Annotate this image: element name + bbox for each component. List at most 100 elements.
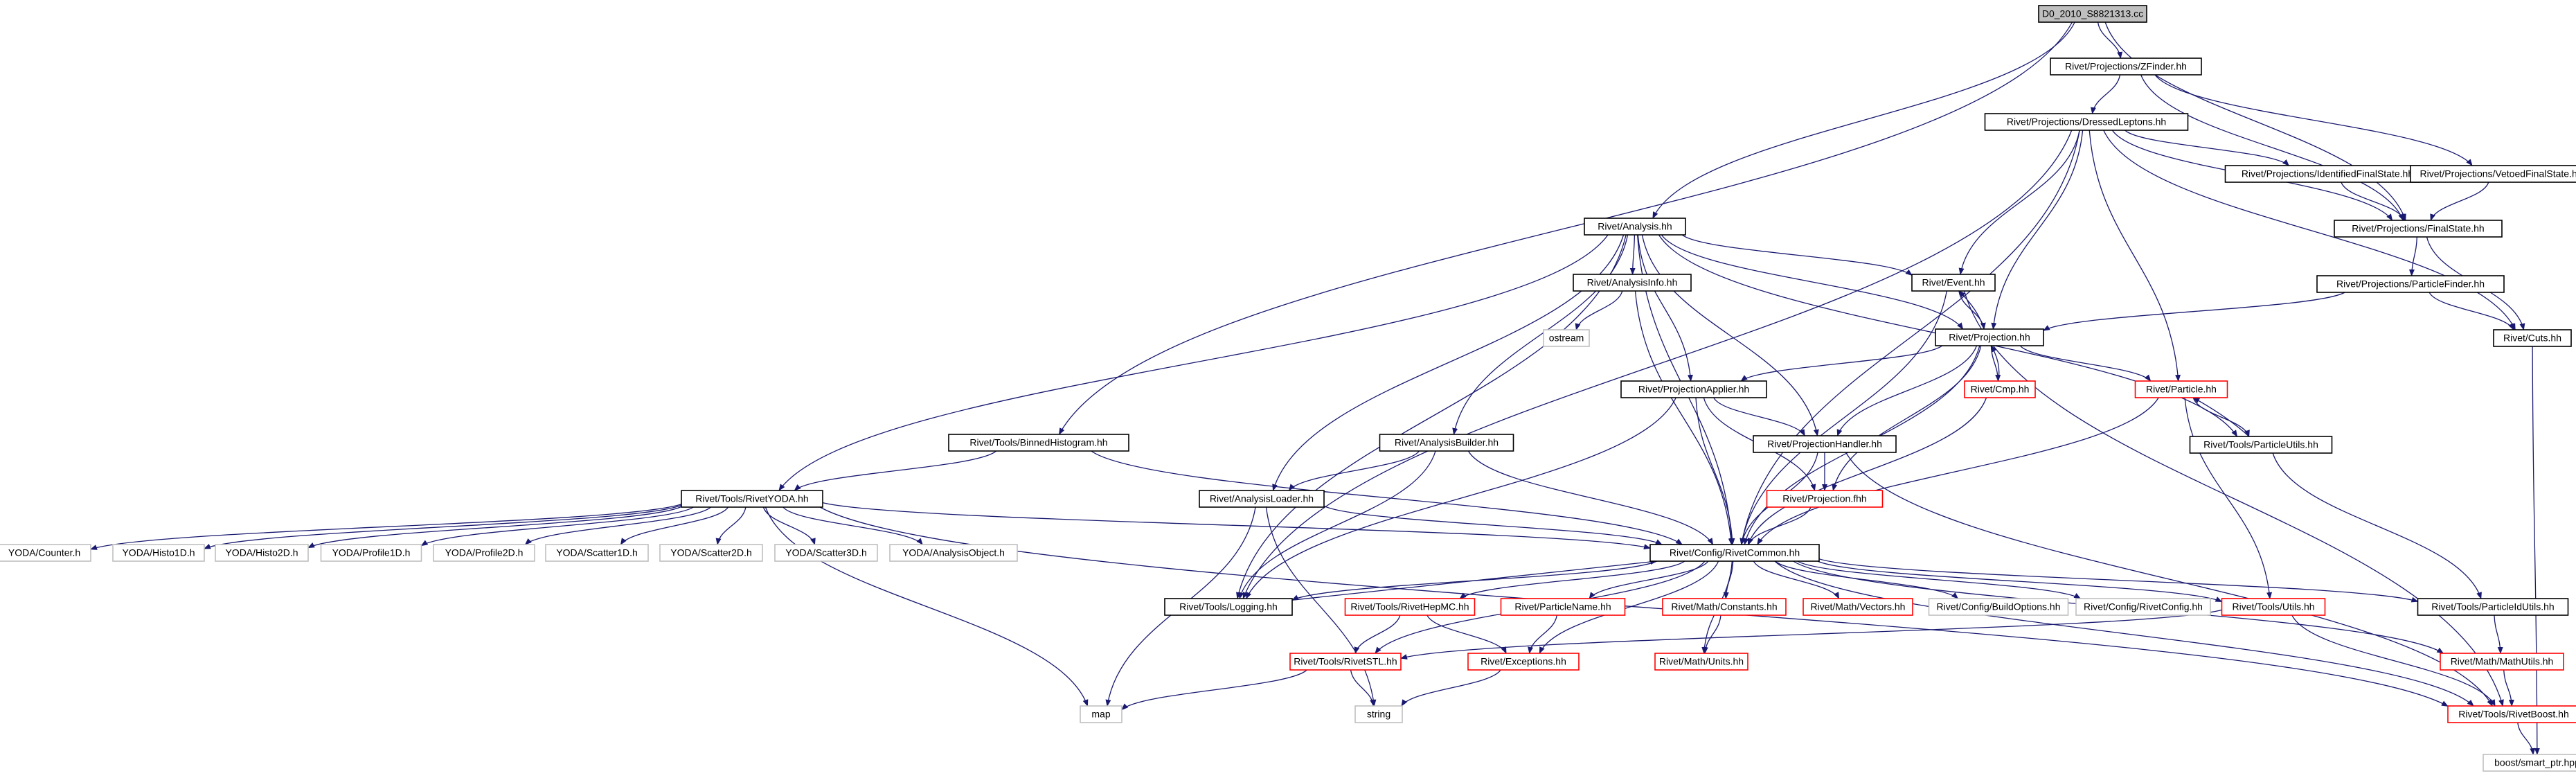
node-yodahisto1d-box[interactable] bbox=[112, 544, 205, 562]
node-logging[interactable]: Rivet/Tools/Logging.hh bbox=[1164, 598, 1293, 616]
node-yodascatter3d-box[interactable] bbox=[774, 544, 878, 562]
node-mathvectors-box[interactable] bbox=[1803, 598, 1913, 616]
node-analoader-box[interactable] bbox=[1199, 490, 1325, 508]
node-yodascatter2d-box[interactable] bbox=[659, 544, 763, 562]
node-particlename[interactable]: Rivet/ParticleName.hh bbox=[1500, 598, 1626, 616]
node-string[interactable]: string bbox=[1354, 705, 1403, 723]
node-yodaanaobj-box[interactable] bbox=[889, 544, 1018, 562]
node-map[interactable]: map bbox=[1080, 705, 1122, 723]
node-cuts-box[interactable] bbox=[2493, 329, 2572, 347]
node-mathutils[interactable]: Rivet/Math/MathUtils.hh bbox=[2440, 653, 2564, 671]
node-analoader[interactable]: Rivet/AnalysisLoader.hh bbox=[1199, 490, 1325, 508]
node-partfinder-box[interactable] bbox=[2316, 275, 2505, 293]
node-particleidutils[interactable]: Rivet/Tools/ParticleIdUtils.hh bbox=[2417, 598, 2569, 616]
node-mathconst-box[interactable] bbox=[1662, 598, 1787, 616]
node-particleutils[interactable]: Rivet/Tools/ParticleUtils.hh bbox=[2189, 436, 2333, 454]
node-vetoedfs[interactable]: Rivet/Projections/VetoedFinalState.hh bbox=[2410, 165, 2576, 183]
node-cmp-box[interactable] bbox=[1964, 380, 2036, 398]
node-projhandler-box[interactable] bbox=[1753, 435, 1897, 453]
node-binnedhisto[interactable]: Rivet/Tools/BinnedHistogram.hh bbox=[948, 434, 1129, 452]
node-rivetboost[interactable]: Rivet/Tools/RivetBoost.hh bbox=[2447, 705, 2576, 723]
node-analysis-box[interactable] bbox=[1584, 218, 1686, 236]
node-event[interactable]: Rivet/Event.hh bbox=[1911, 274, 1996, 292]
node-toolsutils-box[interactable] bbox=[2221, 598, 2326, 616]
node-common[interactable]: Rivet/Config/RivetCommon.hh bbox=[1649, 544, 1820, 562]
node-yodahisto2d[interactable]: YODA/Histo2D.h bbox=[215, 544, 309, 562]
node-rivetyoda[interactable]: Rivet/Tools/RivetYODA.hh bbox=[681, 490, 823, 508]
node-rivetyoda-box[interactable] bbox=[681, 490, 823, 508]
node-particlename-box[interactable] bbox=[1500, 598, 1626, 616]
node-rivetstl-box[interactable] bbox=[1289, 653, 1402, 671]
node-yodaanaobj[interactable]: YODA/AnalysisObject.h bbox=[889, 544, 1018, 562]
node-anainfo-box[interactable] bbox=[1573, 274, 1692, 292]
node-mathvectors[interactable]: Rivet/Math/Vectors.hh bbox=[1803, 598, 1913, 616]
node-root-box[interactable] bbox=[2038, 5, 2147, 23]
node-boostptr-box[interactable] bbox=[2483, 754, 2576, 772]
node-dressed-box[interactable] bbox=[1984, 113, 2189, 131]
node-projection-box[interactable] bbox=[1935, 328, 2044, 346]
node-mathunits-box[interactable] bbox=[1654, 653, 1748, 671]
node-projhandler[interactable]: Rivet/ProjectionHandler.hh bbox=[1753, 435, 1897, 453]
node-rivetconfig-box[interactable] bbox=[2075, 598, 2211, 616]
node-string-box[interactable] bbox=[1354, 705, 1403, 723]
node-cuts[interactable]: Rivet/Cuts.hh bbox=[2493, 329, 2572, 347]
node-yodahisto1d[interactable]: YODA/Histo1D.h bbox=[112, 544, 205, 562]
node-event-box[interactable] bbox=[1911, 274, 1996, 292]
node-cmp[interactable]: Rivet/Cmp.hh bbox=[1964, 380, 2036, 398]
node-partfinder[interactable]: Rivet/Projections/ParticleFinder.hh bbox=[2316, 275, 2505, 293]
node-buildopts-box[interactable] bbox=[1928, 598, 2069, 616]
node-yodaprofile1d-box[interactable] bbox=[320, 544, 422, 562]
node-mathconst[interactable]: Rivet/Math/Constants.hh bbox=[1662, 598, 1787, 616]
node-ostream[interactable]: ostream bbox=[1543, 329, 1590, 347]
node-projfhh-box[interactable] bbox=[1766, 490, 1884, 508]
node-mathutils-box[interactable] bbox=[2440, 653, 2564, 671]
node-particleutils-box[interactable] bbox=[2189, 436, 2333, 454]
node-rivethepmc-box[interactable] bbox=[1344, 598, 1476, 616]
node-exceptions[interactable]: Rivet/Exceptions.hh bbox=[1467, 653, 1580, 671]
node-vetoedfs-box[interactable] bbox=[2410, 165, 2576, 183]
node-exceptions-box[interactable] bbox=[1467, 653, 1580, 671]
node-projapplier[interactable]: Rivet/ProjectionApplier.hh bbox=[1620, 380, 1767, 398]
node-projapplier-box[interactable] bbox=[1620, 380, 1767, 398]
node-yodascatter2d[interactable]: YODA/Scatter2D.h bbox=[659, 544, 763, 562]
node-yodaprofile1d[interactable]: YODA/Profile1D.h bbox=[320, 544, 422, 562]
node-projection[interactable]: Rivet/Projection.hh bbox=[1935, 328, 2044, 346]
node-yodascatter1d[interactable]: YODA/Scatter1D.h bbox=[545, 544, 649, 562]
node-mathunits[interactable]: Rivet/Math/Units.hh bbox=[1654, 653, 1748, 671]
node-ostream-box[interactable] bbox=[1543, 329, 1590, 347]
node-yodaprofile2d-box[interactable] bbox=[433, 544, 535, 562]
node-projfhh[interactable]: Rivet/Projection.fhh bbox=[1766, 490, 1884, 508]
node-yodascatter1d-box[interactable] bbox=[545, 544, 649, 562]
node-buildopts[interactable]: Rivet/Config/BuildOptions.hh bbox=[1928, 598, 2069, 616]
node-yodaprofile2d[interactable]: YODA/Profile2D.h bbox=[433, 544, 535, 562]
node-identfs[interactable]: Rivet/Projections/IdentifiedFinalState.h… bbox=[2224, 165, 2431, 183]
node-analysis[interactable]: Rivet/Analysis.hh bbox=[1584, 218, 1686, 236]
node-particle[interactable]: Rivet/Particle.hh bbox=[2134, 380, 2228, 398]
node-rivetboost-box[interactable] bbox=[2447, 705, 2576, 723]
node-anabuilder[interactable]: Rivet/AnalysisBuilder.hh bbox=[1379, 434, 1514, 452]
node-zfinder-box[interactable] bbox=[2050, 58, 2202, 76]
node-rivetconfig[interactable]: Rivet/Config/RivetConfig.hh bbox=[2075, 598, 2211, 616]
node-toolsutils[interactable]: Rivet/Tools/Utils.hh bbox=[2221, 598, 2326, 616]
node-dressed[interactable]: Rivet/Projections/DressedLeptons.hh bbox=[1984, 113, 2189, 131]
node-yodahisto2d-box[interactable] bbox=[215, 544, 309, 562]
node-yodahisto2d-label: YODA/Histo2D.h bbox=[225, 547, 298, 558]
node-common-box[interactable] bbox=[1649, 544, 1820, 562]
node-yodacounter[interactable]: YODA/Counter.h bbox=[0, 544, 91, 562]
node-map-box[interactable] bbox=[1080, 705, 1122, 723]
node-boostptr[interactable]: boost/smart_ptr.hpp bbox=[2483, 754, 2576, 772]
node-yodacounter-box[interactable] bbox=[0, 544, 91, 562]
node-anabuilder-box[interactable] bbox=[1379, 434, 1514, 452]
node-root[interactable]: D0_2010_S8821313.cc bbox=[2038, 5, 2147, 23]
node-particle-box[interactable] bbox=[2134, 380, 2228, 398]
node-particleidutils-box[interactable] bbox=[2417, 598, 2569, 616]
node-zfinder[interactable]: Rivet/Projections/ZFinder.hh bbox=[2050, 58, 2202, 76]
node-rivethepmc[interactable]: Rivet/Tools/RivetHepMC.hh bbox=[1344, 598, 1476, 616]
node-binnedhisto-box[interactable] bbox=[948, 434, 1129, 452]
node-anainfo[interactable]: Rivet/AnalysisInfo.hh bbox=[1573, 274, 1692, 292]
node-rivetstl[interactable]: Rivet/Tools/RivetSTL.hh bbox=[1289, 653, 1402, 671]
node-logging-box[interactable] bbox=[1164, 598, 1293, 616]
node-yodascatter3d[interactable]: YODA/Scatter3D.h bbox=[774, 544, 878, 562]
node-finalstate-box[interactable] bbox=[2334, 220, 2503, 238]
node-finalstate[interactable]: Rivet/Projections/FinalState.hh bbox=[2334, 220, 2503, 238]
